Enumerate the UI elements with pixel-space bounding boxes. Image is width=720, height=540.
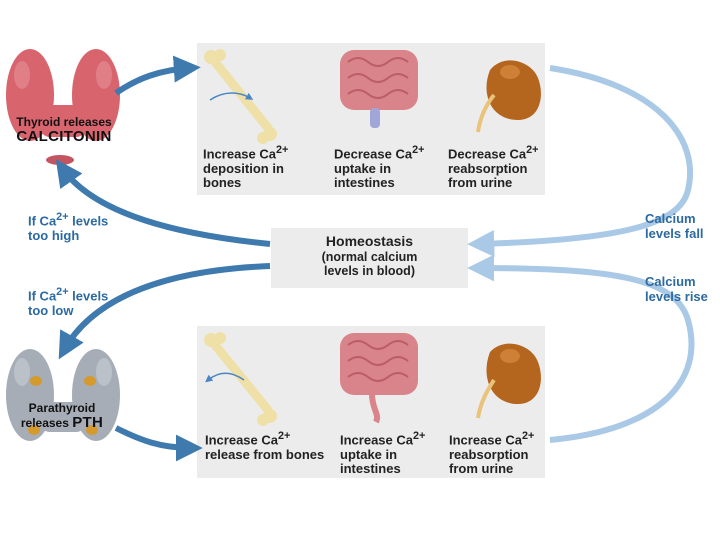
levels-rise-line2: levels rise — [645, 288, 708, 304]
bottom-effect-bones: Increase Ca2+ release from bones — [205, 430, 324, 462]
levels-fall-label: Calcium levels fall — [645, 211, 704, 241]
top-effect-intestines-line2: uptake in — [334, 160, 392, 176]
bottom-effect-bones-line1: Increase Ca — [205, 432, 278, 448]
levels-fall-line1: Calcium — [645, 211, 696, 226]
ca-superscript: 2+ — [278, 430, 291, 442]
too-high-line2: too high — [28, 227, 80, 243]
top-effect-urine: Decrease Ca2+ reabsorption from urine — [448, 144, 538, 191]
kidney-icon — [476, 343, 541, 419]
homeostasis-title: Homeostasis — [325, 233, 414, 249]
homeostasis-sub2: levels in blood) — [324, 263, 415, 278]
thyroid-icon — [6, 49, 120, 165]
intestine-icon — [340, 50, 418, 128]
ca-superscript: 2+ — [413, 430, 426, 442]
too-high-suffix: levels — [68, 213, 109, 229]
bottom-effect-urine-line1: Increase Ca — [449, 432, 522, 448]
ca-superscript: 2+ — [56, 286, 69, 298]
intestine-icon — [340, 333, 418, 424]
bone-icon — [204, 49, 277, 144]
bottom-effect-intestines-line2: uptake in — [340, 446, 398, 462]
bottom-effect-urine-line3: from urine — [449, 461, 514, 477]
levels-fall-line2: levels fall — [645, 225, 704, 241]
bone-icon — [204, 332, 277, 426]
thyroid-label: Thyroid releases CALCITONIN — [4, 116, 124, 144]
ca-superscript: 2+ — [412, 144, 425, 156]
thyroid-label-line2: CALCITONIN — [16, 127, 112, 145]
top-effect-intestines-line3: intestines — [334, 175, 395, 191]
bottom-effect-intestines-line3: intestines — [340, 461, 401, 477]
top-effect-bones-line3: bones — [203, 175, 242, 191]
homeostasis-sub1: (normal calcium — [321, 249, 418, 264]
too-high-prefix: If Ca — [28, 213, 57, 229]
homeostasis-box — [271, 228, 468, 288]
bottom-effect-urine: Increase Ca2+ reabsorption from urine — [449, 430, 534, 477]
top-effect-bones-line1: Increase Ca — [203, 146, 276, 162]
homeostasis-label: Homeostasis (normal calcium levels in bl… — [271, 233, 468, 278]
top-effect-bones: Increase Ca2+ deposition in bones — [203, 144, 288, 191]
parathyroid-label-line2a: releases — [20, 415, 73, 430]
ca-superscript: 2+ — [522, 430, 535, 442]
flow-arrows — [55, 55, 695, 462]
top-effect-bones-line2: deposition in — [203, 160, 284, 176]
top-effect-intestines: Decrease Ca2+ uptake in intestines — [334, 144, 424, 191]
top-effect-intestines-line1: Decrease Ca — [334, 146, 413, 162]
kidney-icon — [476, 60, 541, 133]
too-high-label: If Ca2+ levels too high — [28, 211, 108, 243]
bottom-effect-bones-line2: release from bones — [205, 446, 325, 462]
parathyroid-icon — [6, 349, 120, 441]
parathyroid-label-line2b: PTH — [72, 413, 104, 431]
ca-superscript: 2+ — [56, 211, 69, 223]
levels-rise-label: Calcium levels rise — [645, 274, 708, 304]
too-low-suffix: levels — [68, 288, 109, 304]
ca-superscript: 2+ — [526, 144, 539, 156]
too-low-label: If Ca2+ levels too low — [28, 286, 108, 318]
parathyroid-label: Parathyroid releases PTH — [2, 402, 122, 430]
ca-superscript: 2+ — [276, 144, 289, 156]
too-low-line2: too low — [28, 302, 74, 318]
top-effect-urine-line3: from urine — [448, 175, 513, 191]
top-effect-urine-line2: reabsorption — [448, 160, 528, 176]
bottom-effect-urine-line2: reabsorption — [449, 446, 529, 462]
bottom-effect-intestines: Increase Ca2+ uptake in intestines — [340, 430, 425, 477]
parathyroid-label-line1: Parathyroid — [28, 401, 96, 415]
top-effect-urine-line1: Decrease Ca — [448, 146, 527, 162]
too-low-prefix: If Ca — [28, 288, 57, 304]
bottom-effect-intestines-line1: Increase Ca — [340, 432, 413, 448]
levels-rise-line1: Calcium — [645, 274, 696, 289]
thyroid-label-line1: Thyroid releases — [16, 115, 112, 129]
